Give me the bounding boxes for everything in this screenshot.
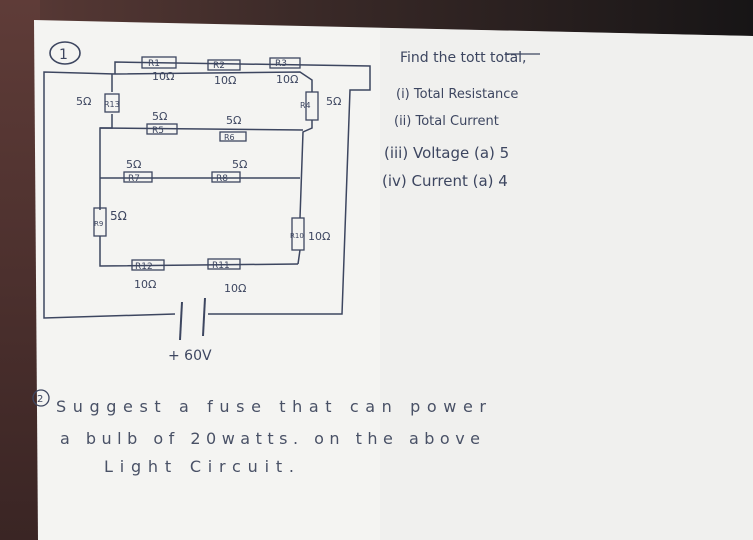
resistor-value: 10Ω [134,278,156,291]
question-2-marker: 2 [32,389,50,407]
resistor-value: 5Ω [226,114,241,127]
resistor-r1 [141,56,177,69]
resistor-label: R8 [216,174,228,184]
resistor-r3 [269,57,301,69]
resistor-value: 5Ω [152,110,167,123]
resistor-value: 10Ω [276,73,298,86]
question-1-number: 1 [59,47,68,63]
resistor-value: 5Ω [232,158,247,171]
resistor-label: R4 [300,101,311,110]
resistor-r5 [146,123,178,135]
resistor-r4 [305,91,319,121]
resistor-r8 [211,171,241,183]
question-1-item: (ii) Total Current [394,114,499,129]
resistor-value: 10Ω [214,74,236,87]
question-1-item: (iii) Voltage (a) 5 [384,144,509,162]
resistor-label: R5 [152,126,164,136]
resistor-label: R3 [275,59,287,69]
resistor-label: R12 [135,262,153,272]
question-1-prompt: Find the tott total, [400,50,527,66]
question-1-marker: 1 [49,41,81,65]
resistor-value: 10Ω [224,282,246,295]
resistor-value: 10Ω [308,230,330,243]
resistor-r11 [131,259,165,271]
resistor-label: R13 [104,100,120,109]
resistor-r2 [207,59,241,71]
resistor-value: 10Ω [152,70,174,83]
resistor-r12 [207,258,241,270]
question-2-number: 2 [37,394,43,405]
question-1-item: (iv) Current (a) 4 [382,172,508,190]
question-1-item: (i) Total Resistance [396,87,518,102]
question-2-line3: Light Circuit. [104,457,294,476]
resistor-value: 5Ω [110,209,127,223]
resistor-label: R11 [212,261,230,271]
resistor-label: R2 [213,61,225,71]
resistor-label: R1 [148,59,160,69]
circuit-diagram [43,61,371,341]
resistor-r9 [93,207,107,237]
resistor-value: 5Ω [126,158,141,171]
resistor-value: 5Ω [76,95,91,108]
resistor-r7 [123,171,153,183]
resistor-label: R10 [290,232,304,240]
resistor-r10 [291,217,305,251]
resistor-label: R7 [128,174,140,184]
resistor-value: 5Ω [326,95,341,108]
source-voltage-label: + 60V [168,348,212,364]
resistor-r13 [104,93,120,113]
resistor-r6 [219,131,247,142]
resistor-label: R9 [94,220,103,228]
resistor-label: R6 [224,133,235,142]
background-left [0,0,40,540]
